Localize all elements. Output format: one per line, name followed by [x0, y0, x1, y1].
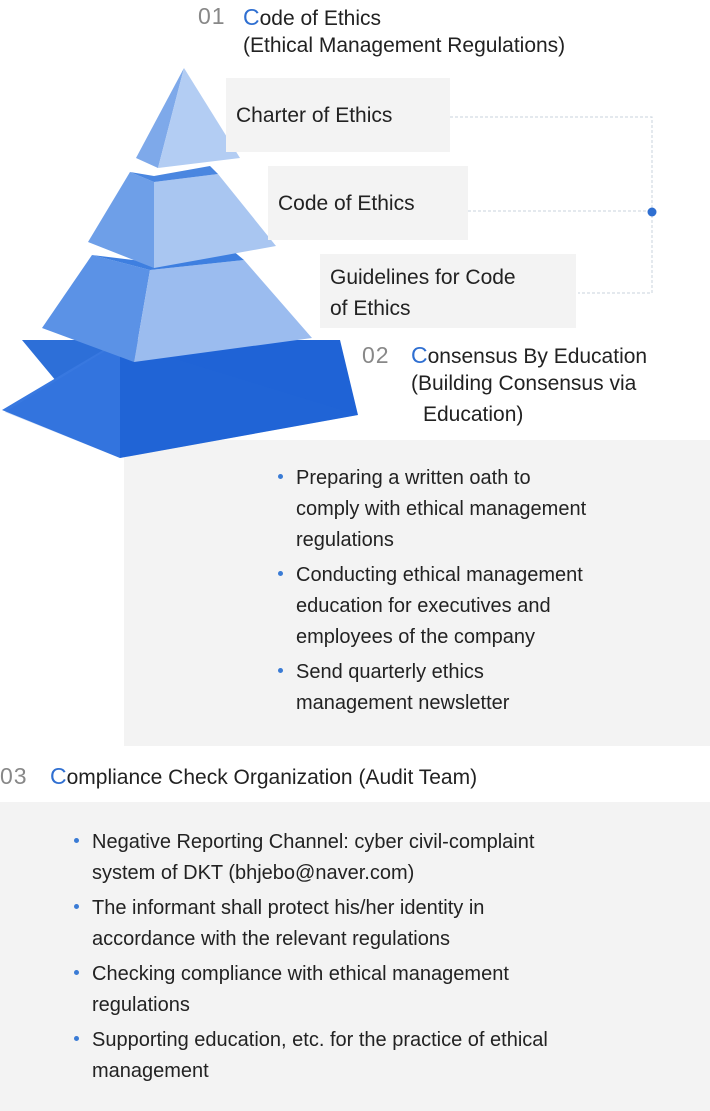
list-item-line: The informant shall protect his/her iden… [92, 897, 485, 919]
list-item: Supporting education, etc. for the pract… [74, 1025, 694, 1087]
tier-label-1-line-1: Charter of Ethics [236, 104, 393, 127]
list-item-line: system of DKT (bhjebo@naver.com) [92, 862, 415, 884]
pyramid-tier-1-left [136, 68, 184, 168]
section-1-subtitle: (Ethical Management Regulations) [243, 34, 566, 57]
pyramid-tier-3-front [134, 260, 312, 362]
section-1-number: 01 [198, 3, 226, 29]
list-item-line: management [92, 1060, 209, 1082]
section-3-title-rest: ompliance Check Organization (Audit Team… [66, 766, 478, 789]
section-1-title-rest: ode of Ethics [259, 7, 382, 30]
tier-label-1: Charter of Ethics [226, 78, 450, 152]
list-item-line: accordance with the relevant regulations [92, 928, 450, 950]
bullet-icon [278, 668, 283, 673]
section-2-number: 02 [362, 342, 390, 368]
pyramid-base-shadow [2, 340, 120, 458]
list-item-line: Checking compliance with ethical managem… [92, 963, 509, 985]
section-2-subtitle-line-2: Education) [423, 403, 524, 426]
bracket-dot [647, 207, 657, 217]
list-item: Preparing a written oath to comply with … [278, 463, 698, 556]
section-2-title-rest: onsensus By Education [427, 345, 648, 368]
tier-label-3-line-2: of Ethics [330, 297, 411, 320]
section-1-title: Code of Ethics [243, 4, 381, 32]
section-2-panel [124, 440, 710, 746]
section-1-heading: 01 [198, 3, 226, 30]
list-item-line: Supporting education, etc. for the pract… [92, 1029, 548, 1051]
pyramid-tier-2-front [154, 174, 276, 268]
list-item-line: Conducting ethical management [296, 564, 583, 586]
list-item: Send quarterly ethics management newslet… [278, 657, 698, 719]
section-3-list: Negative Reporting Channel: cyber civil-… [74, 827, 694, 1091]
section-3-title: Compliance Check Organization (Audit Tea… [50, 763, 477, 791]
bullet-icon [74, 904, 79, 909]
bracket-line [450, 116, 653, 294]
section-3-panel [0, 802, 710, 1111]
bullet-icon [74, 970, 79, 975]
list-item: Conducting ethical management education … [278, 560, 698, 653]
bullet-icon [278, 571, 283, 576]
bullet-icon [278, 474, 283, 479]
section-3-title-initial: C [50, 763, 67, 789]
list-item-line: Send quarterly ethics [296, 661, 484, 683]
list-item-line: Preparing a written oath to [296, 467, 531, 489]
list-item-line: regulations [92, 994, 190, 1016]
tier-label-3: Guidelines for Code of Ethics [320, 254, 576, 328]
pyramid-base-glow [5, 342, 358, 458]
pyramid-base-front [120, 340, 358, 458]
section-2-title: Consensus By Education [411, 342, 647, 370]
list-item-line: comply with ethical management [296, 498, 587, 520]
list-item-line: employees of the company [296, 626, 536, 648]
list-item-line: management newsletter [296, 692, 510, 714]
bullet-icon [74, 1036, 79, 1041]
ethics-pyramid [2, 68, 358, 458]
tier-label-2: Code of Ethics [268, 166, 468, 240]
section-2-heading: 02 [362, 342, 390, 369]
list-item-line: regulations [296, 529, 394, 551]
list-item: Negative Reporting Channel: cyber civil-… [74, 827, 694, 889]
pyramid-tier-3-left [42, 255, 150, 362]
tier-label-2-line-1: Code of Ethics [278, 192, 415, 215]
pyramid-tier-2-left [88, 172, 154, 268]
section-1-title-initial: C [243, 4, 260, 30]
pyramid-tier-1-front [158, 68, 240, 168]
tier-bracket-connector [450, 116, 657, 294]
list-item-line: Negative Reporting Channel: cyber civil-… [92, 831, 535, 853]
section-2-list: Preparing a written oath to comply with … [278, 463, 698, 723]
section-2-title-initial: C [411, 342, 428, 368]
section-2-subtitle-line-1: (Building Consensus via [411, 372, 637, 395]
section-3-number: 03 [0, 763, 28, 789]
section-3-heading: 03 [0, 763, 28, 790]
tier-label-3-line-1: Guidelines for Code [330, 266, 516, 289]
bullet-icon [74, 838, 79, 843]
list-item-line: education for executives and [296, 595, 551, 617]
pyramid-tier-2-rim [130, 166, 218, 182]
list-item: Checking compliance with ethical managem… [74, 959, 694, 1021]
list-item: The informant shall protect his/her iden… [74, 893, 694, 955]
